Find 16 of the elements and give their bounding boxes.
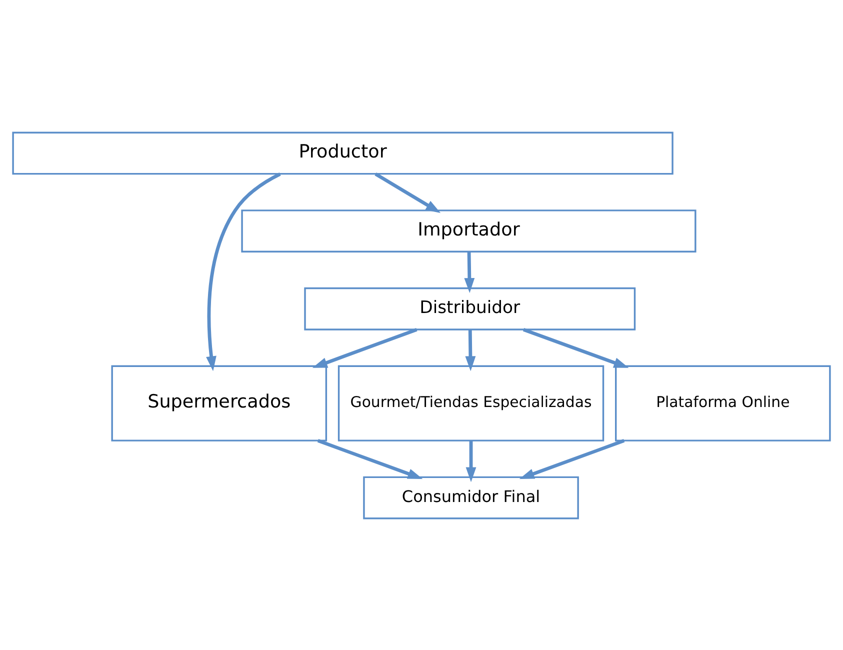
node-box: Productor [12,131,674,174]
arrow [519,438,625,478]
node-box: Supermercados [111,364,328,441]
arrow [465,329,476,371]
arrow [206,172,281,371]
node-box: Plataforma Online [615,364,831,441]
arrow [522,327,629,368]
arrow [464,252,475,292]
arrow [312,327,418,368]
arrow [317,438,423,478]
node-box: Distribuidor [304,286,636,330]
arrow [374,172,441,213]
node-box: Consumidor Final [363,476,579,519]
node-box: Importador [241,209,696,252]
node-box: Gourmet/Tiendas Especializadas [338,364,604,441]
arrow [466,440,476,482]
